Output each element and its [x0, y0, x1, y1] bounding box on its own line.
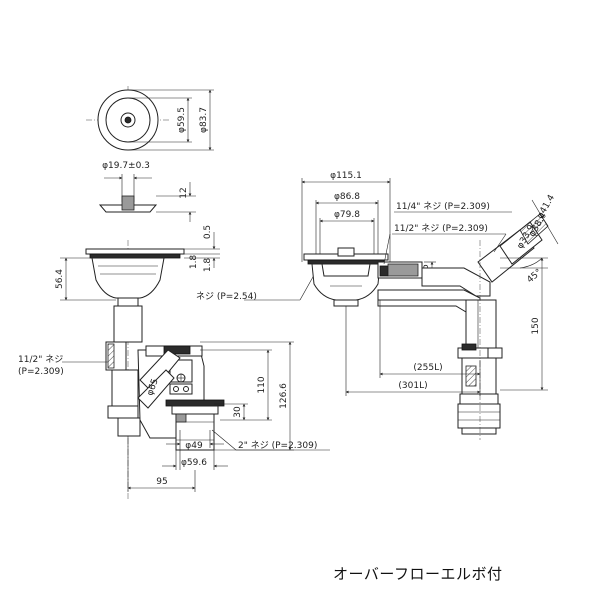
left-front-view: 0.5 1.8 1.8 56.4 φ65 — [18, 225, 330, 500]
left-h-label: 56.4 — [55, 269, 65, 289]
top-view-strainer: φ59.5 φ83.7 — [86, 86, 214, 152]
h-30-label: 30 — [233, 406, 243, 418]
h-1266-label: 126.6 — [279, 383, 289, 409]
h-150-label: 150 — [531, 317, 541, 334]
washer-part: φ19.7±0.3 12 — [98, 161, 196, 222]
neji-254-label: ネジ (P=2.54) — [196, 291, 257, 302]
washer-dia-label: φ19.7±0.3 — [102, 161, 150, 171]
thread-2-label: 2" ネジ (P=2.309) — [238, 440, 317, 451]
thread-112-label: 11/2" ネジ (P=2.309) — [394, 223, 488, 234]
h-110-label: 110 — [257, 376, 267, 393]
gap-18b-label: 1.8 — [203, 258, 213, 273]
gap-18a-label: 1.8 — [189, 255, 199, 270]
right-side-view: φ115.1 φ86.8 φ79.8 36 — [301, 171, 559, 440]
dia-596-label: φ59.6 — [181, 458, 207, 468]
dia-1151-label: φ115.1 — [330, 171, 362, 181]
w-95-label: 95 — [156, 477, 167, 487]
l-301-label: (301L) — [398, 381, 427, 391]
thread-114-label: 11/4" ネジ (P=2.309) — [396, 201, 490, 212]
left-thread-label: 11/2" ネジ — [18, 354, 63, 365]
washer-h-label: 12 — [179, 187, 189, 198]
dia-798-label: φ79.8 — [334, 210, 360, 220]
l-255-label: (255L) — [413, 363, 442, 373]
top-dia-outer-label: φ83.7 — [199, 107, 209, 133]
dia-868-label: φ86.8 — [334, 192, 360, 202]
top-dia-inner-label: φ59.5 — [177, 107, 187, 133]
caption-overflow-elbow: オーバーフローエルボ付 — [333, 565, 503, 583]
dia-49-label: φ49 — [185, 441, 203, 451]
gap-05-label: 0.5 — [203, 225, 213, 239]
left-thread-p-label: (P=2.309) — [18, 367, 64, 377]
angle-45-label: 45° — [525, 268, 544, 286]
